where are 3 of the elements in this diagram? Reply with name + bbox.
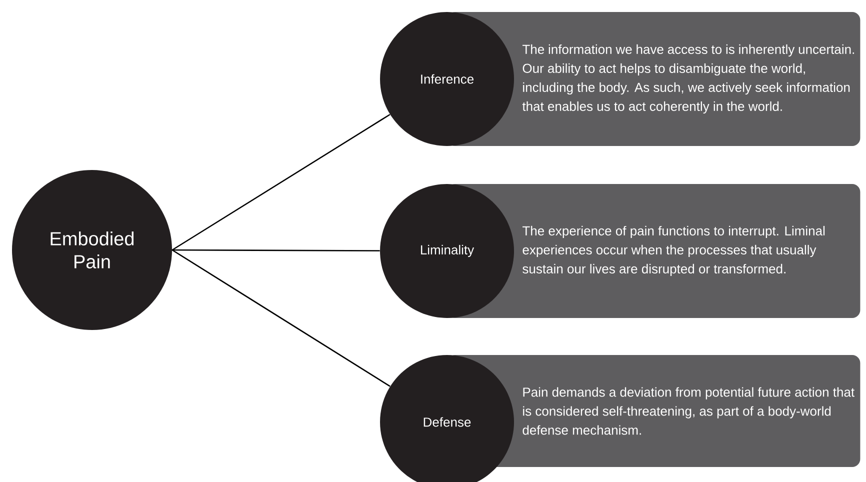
connector-line [172, 249, 380, 252]
connector-line [172, 249, 390, 387]
connector-line [172, 114, 390, 251]
